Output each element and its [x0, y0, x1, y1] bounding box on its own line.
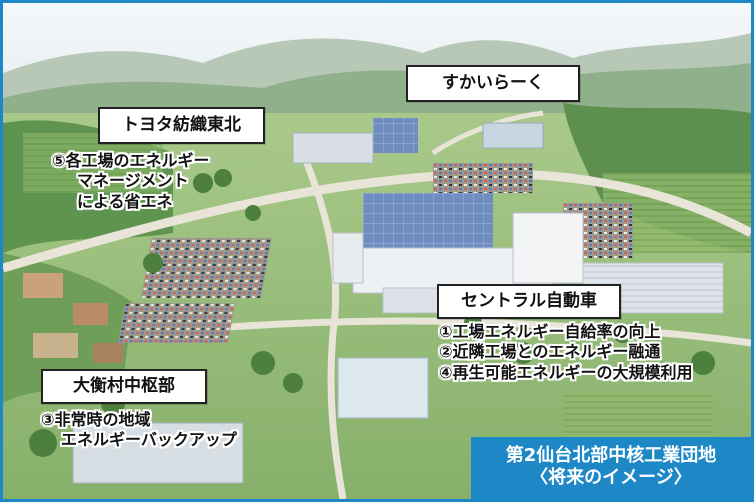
note-central-line-3: ④再生可能エネルギーの大規模利用: [439, 362, 693, 382]
note-toyota-line-2: マネージメント: [77, 171, 189, 191]
title-line-2: 〈将来のイメージ〉: [530, 466, 692, 488]
note-ohira-line-1: ③非常時の地域: [41, 410, 151, 429]
note-central-line-2: ②近隣工場とのエネルギー融通: [439, 342, 661, 362]
label-central-motor: セントラル自動車: [437, 284, 621, 319]
note-toyota-line-1: ⑤各工場のエネルギー: [52, 151, 210, 170]
label-ohira-center: 大衡村中枢部: [41, 369, 207, 404]
label-sukairaku: すかいらーく: [406, 65, 580, 102]
note-toyota-line-3: による省エネ: [77, 191, 173, 211]
note-central: ①工場エネルギー自給率の向上 ②近隣工場とのエネルギー融通 ④再生可能エネルギー…: [439, 322, 693, 383]
note-ohira-line-2: エネルギーバックアップ: [61, 430, 237, 450]
label-toyota-boshoku: トヨタ紡織東北: [98, 107, 265, 144]
title-line-1: 第2仙台北部中核工業団地: [505, 445, 717, 466]
note-toyota: ⑤各工場のエネルギー マネージメント による省エネ: [52, 151, 210, 212]
title-panel: 第2仙台北部中核工業団地 〈将来のイメージ〉: [471, 437, 751, 499]
note-ohira: ③非常時の地域 エネルギーバックアップ: [41, 410, 237, 451]
industrial-park-illustration: [3, 3, 751, 499]
note-central-line-1: ①工場エネルギー自給率の向上: [439, 322, 661, 341]
